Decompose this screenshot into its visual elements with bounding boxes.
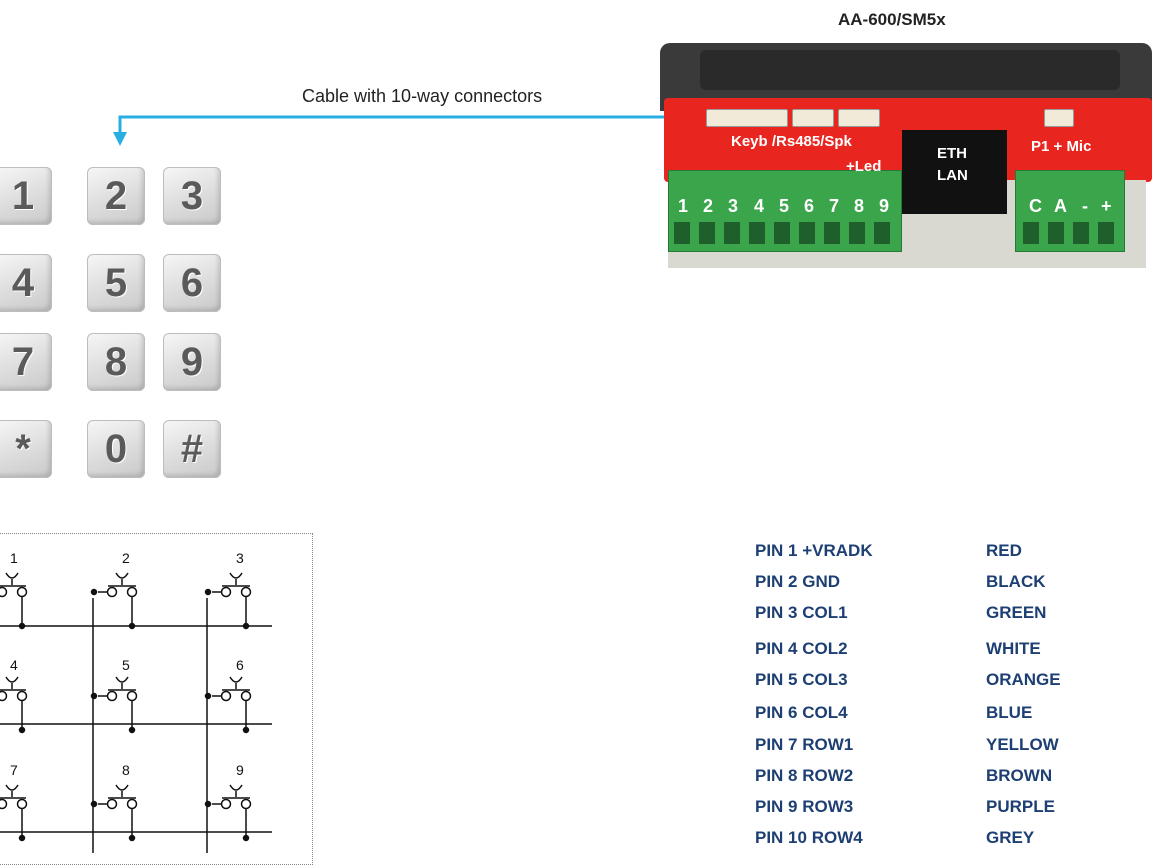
- schematic-switch-8: [90, 784, 138, 842]
- schematic-switch-3: [204, 572, 252, 630]
- p1-mic-label: P1 + Mic: [1031, 138, 1092, 155]
- p1-mic-connector: [1044, 109, 1074, 127]
- device-title: AA-600/SM5x: [838, 10, 946, 29]
- cable-label: Cable with 10-way connectors: [302, 86, 543, 106]
- keypad-key-1: 1: [0, 167, 52, 225]
- terminal-label-9: 9: [879, 196, 890, 216]
- keypad-key-7: 7: [0, 333, 52, 391]
- pin-color: YELLOW: [986, 735, 1059, 754]
- terminal-label-plus: +: [1101, 196, 1112, 216]
- keypad-key-hash: #: [163, 420, 221, 478]
- keypad-key-8: 8: [87, 333, 145, 391]
- keypad-key-6: 6: [163, 254, 221, 312]
- pin-color: BROWN: [986, 766, 1053, 785]
- pin-color: BLUE: [986, 703, 1033, 722]
- lan-label: LAN: [937, 167, 968, 184]
- pin-color: GREEN: [986, 603, 1047, 622]
- terminal-label-c: C: [1029, 196, 1042, 216]
- terminal-label-minus: -: [1082, 196, 1088, 216]
- eth-label: ETH: [937, 145, 967, 162]
- schematic-label-2: 2: [122, 550, 130, 566]
- schematic-label-9: 9: [236, 762, 244, 778]
- keypad-key-4: 4: [0, 254, 52, 312]
- terminal-label-7: 7: [829, 196, 840, 216]
- schematic-label-3: 3: [236, 550, 244, 566]
- rs485-connector: [792, 109, 834, 127]
- terminal-label-5: 5: [779, 196, 790, 216]
- pin-color: BLACK: [986, 572, 1046, 591]
- terminal-label-a: A: [1054, 196, 1067, 216]
- pin-color: WHITE: [986, 639, 1041, 658]
- schematic-switch-9: [204, 784, 252, 842]
- keypad-key-0: 0: [87, 420, 145, 478]
- pin-color: GREY: [986, 828, 1035, 847]
- terminal-screws: [674, 222, 1114, 244]
- terminal-label-4: 4: [754, 196, 765, 216]
- schematic-label-8: 8: [122, 762, 130, 778]
- schematic-switch-5: [90, 676, 138, 734]
- device-top-panel: [700, 50, 1120, 90]
- terminal-label-3: 3: [728, 196, 739, 216]
- keypad-key-2: 2: [87, 167, 145, 225]
- keyb-connector: [706, 109, 788, 127]
- schematic-switch-6: [204, 676, 252, 734]
- keyb-label: Keyb /Rs485/Spk: [731, 133, 852, 150]
- terminal-label-1: 1: [678, 196, 689, 216]
- terminal-label-2: 2: [703, 196, 714, 216]
- schematic-switch-1: [0, 572, 28, 630]
- schematic-switch-2: [90, 572, 138, 630]
- schematic-label-7: 7: [10, 762, 18, 778]
- keypad-key-3: 3: [163, 167, 221, 225]
- schematic-switch-7: [0, 784, 28, 842]
- schematic-label-6: 6: [236, 657, 244, 673]
- pin-color: PURPLE: [986, 797, 1055, 816]
- keypad-key-9: 9: [163, 333, 221, 391]
- schematic-switch-4: [0, 676, 28, 734]
- schematic-label-4: 4: [10, 657, 18, 673]
- eth-port: [902, 130, 1007, 214]
- led-label: +Led: [846, 158, 882, 175]
- keypad-key-star: *: [0, 420, 52, 478]
- keypad: 1 2 3 4 5 6 7 8 9 * 0 #: [0, 0, 230, 490]
- pin-color: RED: [986, 541, 1022, 560]
- terminal-label-8: 8: [854, 196, 865, 216]
- terminal-label-6: 6: [804, 196, 815, 216]
- spk-connector: [838, 109, 880, 127]
- schematic-drawing: 1 2 3 4 5 6 7 8 9: [0, 550, 272, 853]
- schematic-label-5: 5: [122, 657, 130, 673]
- keypad-key-5: 5: [87, 254, 145, 312]
- pin-color: ORANGE: [986, 670, 1061, 689]
- schematic-label-1: 1: [10, 550, 18, 566]
